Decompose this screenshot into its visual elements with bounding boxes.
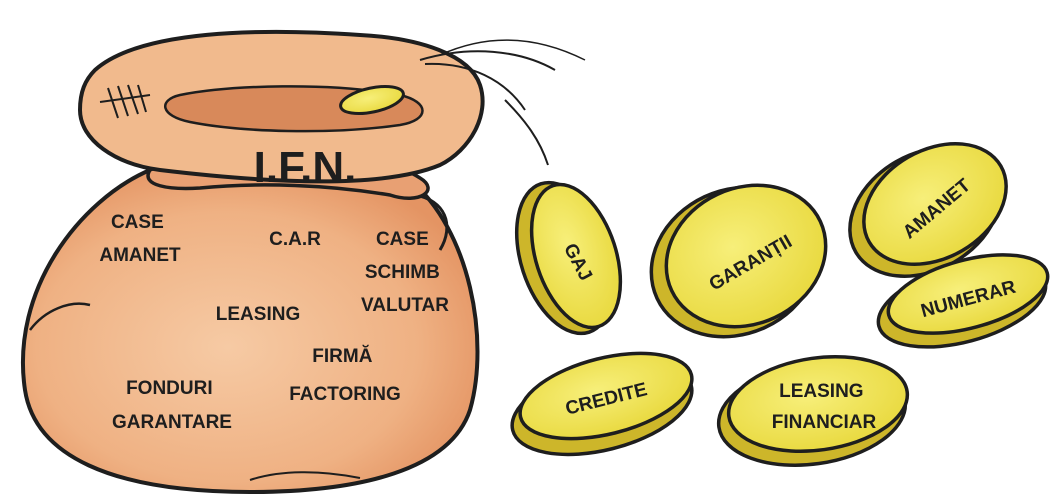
coin-credite: CREDITE [503,338,702,471]
sack-body [23,170,478,492]
sack-title: I.F.N. [254,143,357,192]
coin-gaj: GAJ [499,170,637,346]
sack-item-car: C.A.R [269,229,321,250]
sack-string-3 [505,100,548,165]
coin-garantii: GARANȚII [627,160,849,364]
sack-item-leasing: LEASING [216,304,300,325]
sack-string-4 [440,40,585,60]
coin-leasing-financiar: LEASING FINANCIAR [712,346,914,477]
money-sack: I.F.N. CASE AMANET C.A.R CASE SCHIMB VAL… [23,32,585,492]
